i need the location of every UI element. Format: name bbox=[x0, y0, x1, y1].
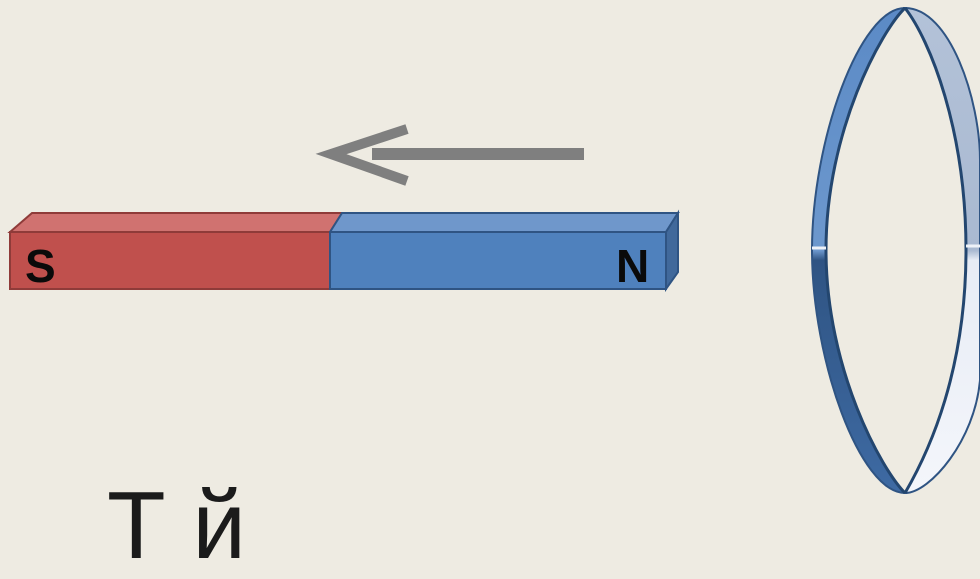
north-pole-top-face bbox=[328, 212, 680, 233]
bar-magnet: S N bbox=[7, 209, 680, 293]
north-pole-block bbox=[329, 231, 667, 290]
ring-outer-edge bbox=[903, 7, 968, 494]
ring-right-band bbox=[902, 6, 980, 495]
caption-text: Т й bbox=[107, 472, 246, 579]
south-pole-label: S bbox=[25, 240, 56, 292]
north-pole-label: N bbox=[616, 240, 649, 292]
south-pole-block bbox=[9, 231, 331, 290]
ring-inner-edge bbox=[824, 6, 907, 495]
conducting-ring bbox=[810, 6, 980, 495]
south-pole-top-face bbox=[7, 212, 344, 233]
left-arrow-icon bbox=[315, 124, 584, 186]
magnet-ring-diagram: S N bbox=[7, 6, 980, 495]
